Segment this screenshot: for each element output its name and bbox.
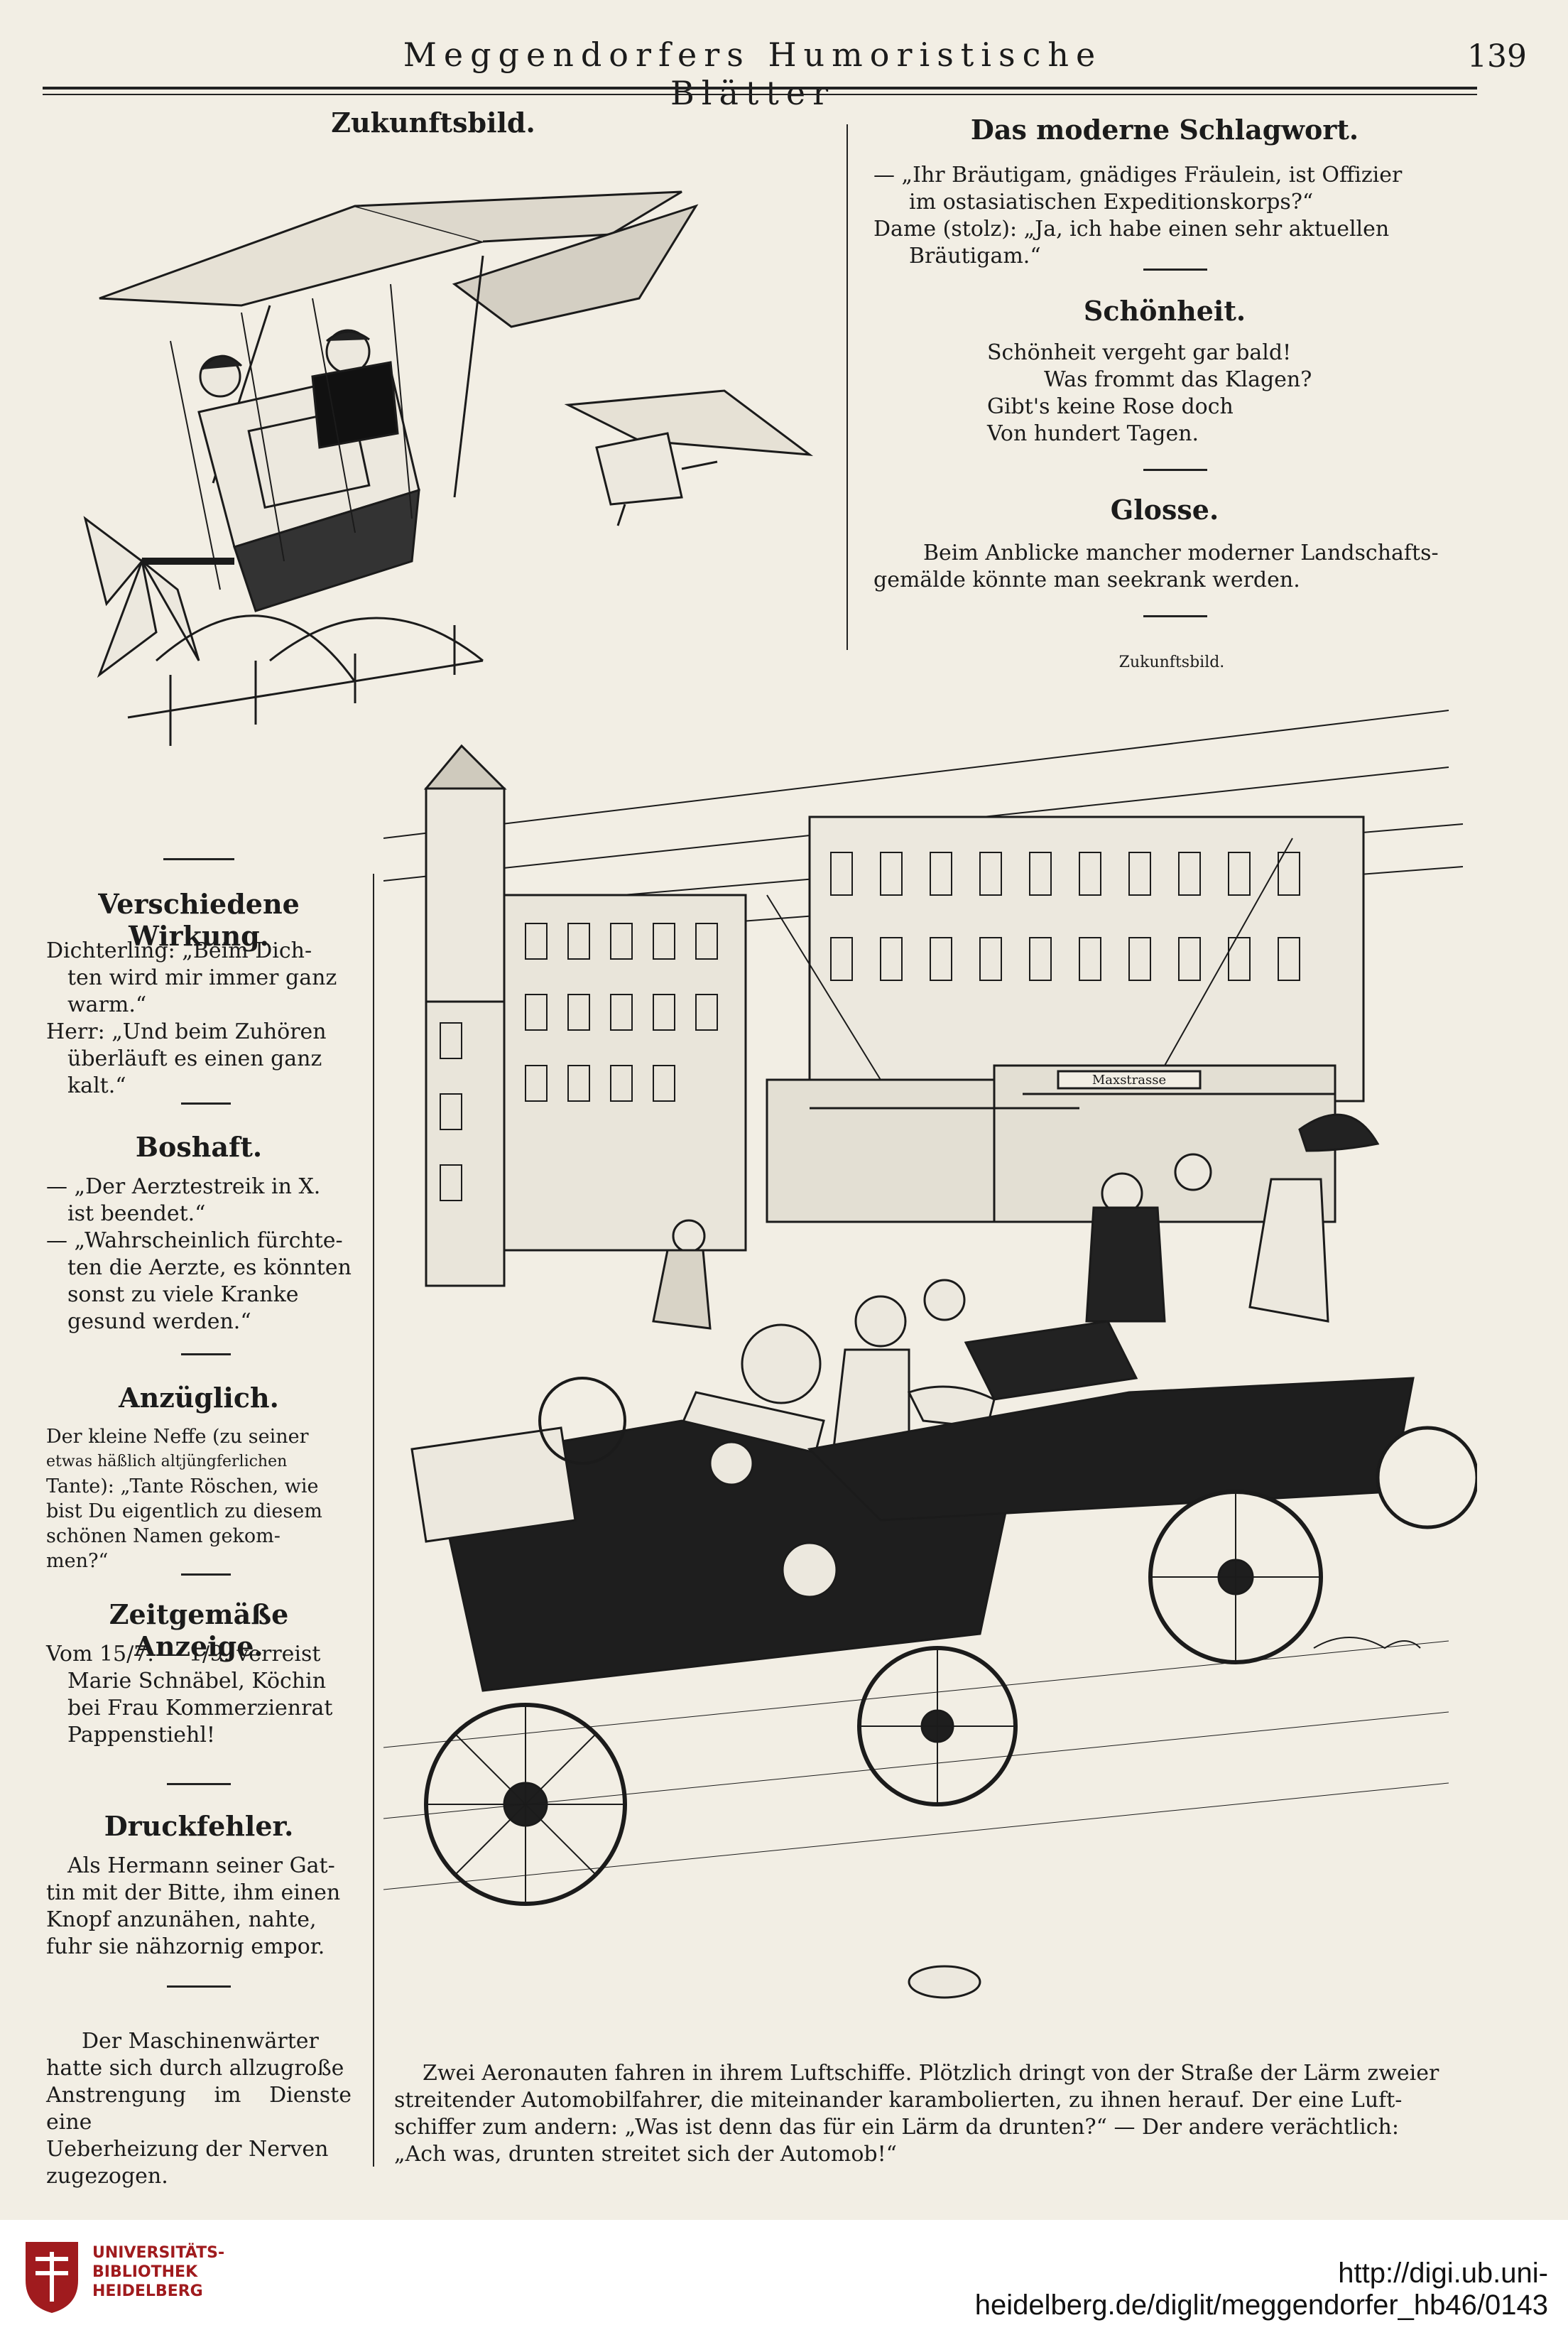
text-line: sonst zu viele Kranke: [67, 1282, 299, 1307]
text-line: bist Du eigentlich zu diesem: [46, 1500, 322, 1522]
institution-line: HEIDELBERG: [92, 2282, 203, 2300]
text-druckfehler: Als Hermann seiner Gat- tin mit der Bitt…: [46, 1853, 352, 1961]
text-line: Schönheit vergeht gar bald!: [987, 340, 1292, 365]
text-line: Der Maschinenwärter: [82, 2029, 319, 2054]
tram-sign: Maxstrasse: [1092, 1073, 1166, 1088]
text-line: warm.“: [67, 992, 147, 1017]
text-line: etwas häßlich altjüngferlichen: [46, 1453, 288, 1470]
rule-6: [167, 1985, 231, 1988]
text-line: Knopf anzunähen, nahte,: [46, 1907, 317, 1932]
text-schoenheit: Schönheit vergeht gar bald! Was frommt d…: [987, 340, 1413, 448]
institution-line: UNIVERSITÄTS-: [92, 2244, 225, 2262]
column-divider-top: [846, 124, 848, 650]
text-line: Herr: „Und beim Zuhören: [46, 1019, 327, 1044]
heading-glosse: Glosse.: [1110, 494, 1219, 526]
text-line: Von hundert Tagen.: [987, 421, 1199, 446]
text-line: gesund werden.“: [67, 1309, 251, 1334]
text-line: Dichterling: „Beim Dich-: [46, 938, 312, 963]
heading-verschiedene-wirkung: Verschiedene Wirkung.: [98, 888, 300, 952]
institution-name: UNIVERSITÄTS- BIBLIOTHEK HEIDELBERG: [92, 2243, 224, 2301]
street-scene-drawing: Maxstrasse: [383, 710, 1477, 1999]
text-line: Als Hermann seiner Gat-: [67, 1853, 335, 1878]
institution-line: BIBLIOTHEK: [92, 2263, 198, 2281]
text-line: streitender Automobilfahrer, die miteina…: [394, 2088, 1403, 2113]
text-line: Gibt's keine Rose doch: [987, 394, 1234, 419]
text-line: ist beendet.“: [67, 1201, 206, 1226]
rule-7: [1143, 269, 1207, 271]
text-line: ten wird mir immer ganz: [67, 965, 337, 990]
illustration-caption-small: Zukunftsbild.: [1118, 654, 1225, 671]
heading-anzueglich: Anzüglich.: [119, 1382, 279, 1414]
rule-4: [181, 1573, 231, 1576]
heading-schlagwort: Das moderne Schlagwort.: [970, 114, 1359, 146]
text-line: — „Der Aerztestreik in X.: [46, 1174, 321, 1199]
heading-druckfehler: Druckfehler.: [104, 1810, 294, 1842]
footer-bar: [0, 2220, 1568, 2330]
text-line: Tante): „Tante Röschen, wie: [46, 1475, 319, 1497]
text-line: Marie Schnäbel, Köchin: [67, 1669, 327, 1694]
header-rule-thin: [43, 94, 1477, 95]
rule-3: [181, 1353, 231, 1355]
rule-9: [1143, 615, 1207, 617]
text-line: fuhr sie nähzornig empor.: [46, 1934, 325, 1959]
text-line: Dame (stolz): „Ja, ich habe einen sehr a…: [873, 217, 1390, 242]
text-line: Ueberheizung der Nerven: [46, 2137, 329, 2162]
airship-illustration: [57, 163, 838, 817]
heading-boshaft: Boshaft.: [135, 1131, 263, 1163]
street-scene-illustration: Maxstrasse: [383, 682, 1477, 2032]
rule-1: [163, 858, 234, 860]
text-verschiedene-wirkung: Dichterling: „Beim Dich- ten wird mir im…: [46, 938, 352, 1100]
text-line: „Ach was, drunten streitet sich der Auto…: [394, 2142, 897, 2167]
rule-8: [1143, 469, 1207, 471]
text-line: kalt.“: [67, 1073, 126, 1098]
journal-title: Meggendorfers Humoristische Blätter: [403, 36, 1103, 112]
text-line: zugezogen.: [46, 2164, 168, 2189]
text-boshaft: — „Der Aerztestreik in X. ist beendet.“ …: [46, 1174, 352, 1335]
text-anzueglich: Der kleine Neffe (zu seiner etwas häßlic…: [46, 1424, 352, 1573]
text-line: Was frommt das Klagen?: [1044, 367, 1312, 392]
text-line: hatte sich durch allzugroße: [46, 2056, 344, 2081]
text-line: tin mit der Bitte, ihm einen: [46, 1880, 341, 1905]
text-line: — „Ihr Bräutigam, gnädiges Fräulein, ist…: [873, 163, 1403, 188]
rule-5: [167, 1783, 231, 1785]
text-line: gemälde könnte man seekrank werden.: [873, 568, 1300, 592]
text-zeitgemaesse-anzeige: Vom 15/7. — 1/9. verreist Marie Schnäbel…: [46, 1641, 352, 1749]
text-line: men?“: [46, 1550, 109, 1572]
text-line: schiffer zum andern: „Was ist denn das f…: [394, 2115, 1399, 2140]
text-line: überläuft es einen ganz: [67, 1046, 322, 1071]
university-logo-icon: [21, 2238, 82, 2316]
source-url-link[interactable]: http://digi.ub.uni-heidelberg.de/diglit/…: [974, 2258, 1548, 2321]
heading-zukunftsbild: Zukunftsbild.: [331, 107, 535, 139]
text-line: bei Frau Kommerzienrat: [67, 1696, 333, 1721]
heading-zeitgemaesse-anzeige: Zeitgemäße Anzeige.: [109, 1598, 289, 1662]
text-line: Bräutigam.“: [909, 244, 1041, 269]
text-line: Pappenstiehl!: [67, 1723, 215, 1748]
text-line: — „Wahrscheinlich fürchte-: [46, 1228, 343, 1253]
text-maschinenwaerter: Der Maschinenwärter hatte sich durch all…: [46, 2028, 352, 2190]
airship-drawing: [83, 190, 814, 746]
text-line: Vom 15/7. — 1/9. verreist: [46, 1642, 321, 1667]
text-line: ten die Aerzte, es könnten: [67, 1255, 352, 1280]
text-glosse: Beim Anblicke mancher moderner Landschaf…: [873, 540, 1477, 594]
text-schlagwort: — „Ihr Bräutigam, gnädiges Fräulein, ist…: [873, 162, 1477, 270]
text-line: Zwei Aeronauten fahren in ihrem Luftschi…: [423, 2061, 1439, 2086]
text-line: schönen Namen gekom-: [46, 1525, 281, 1547]
column-divider-left: [373, 874, 374, 2167]
text-line: im ostasiatischen Expeditionskorps?“: [909, 190, 1314, 215]
text-line: Beim Anblicke mancher moderner Landschaf…: [923, 541, 1439, 565]
page-number: 139: [1467, 38, 1527, 75]
header-rule: [43, 87, 1477, 90]
text-line: Anstrengung im Dienste eine: [46, 2083, 352, 2135]
rule-2: [181, 1102, 231, 1105]
caption-main: Zwei Aeronauten fahren in ihrem Luftschi…: [394, 2060, 1466, 2168]
heading-schoenheit: Schönheit.: [1083, 295, 1246, 327]
text-line: Der kleine Neffe (zu seiner: [46, 1426, 309, 1448]
